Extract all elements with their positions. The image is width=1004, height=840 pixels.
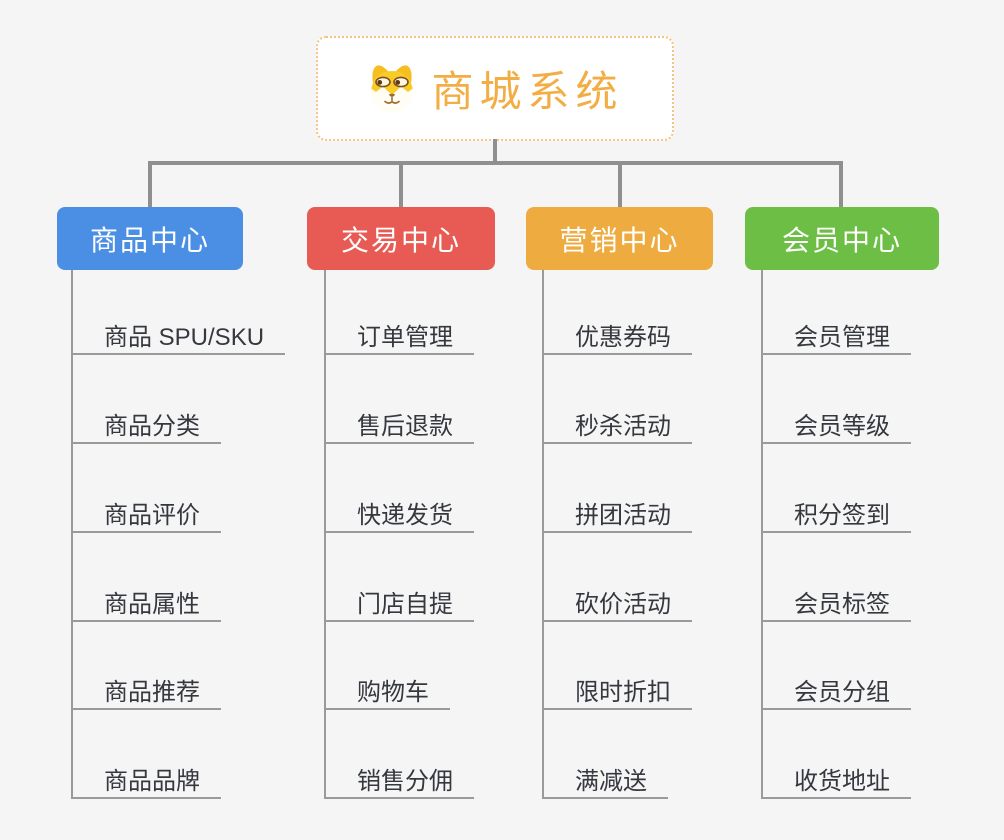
leaf-node[interactable]: 会员标签 [761,584,911,622]
leaf-node[interactable]: 商品评价 [71,495,221,533]
leaf-node[interactable]: 商品品牌 [71,761,221,799]
leaf-node[interactable]: 积分签到 [761,495,911,533]
connector-drop-1 [148,163,152,207]
leaf-node[interactable]: 门店自提 [324,584,474,622]
root-node[interactable]: 商城系统 [316,36,674,141]
branch-header-label: 营销中心 [559,224,680,256]
branch-header-label: 交易中心 [340,224,461,256]
leaf-node[interactable]: 满减送 [542,761,668,799]
branch-header-member-center[interactable]: 会员中心 [745,207,939,270]
branch-header-marketing-center[interactable]: 营销中心 [526,207,713,270]
leaf-node[interactable]: 收货地址 [761,761,911,799]
leaf-node[interactable]: 拼团活动 [542,495,692,533]
dog-face-icon [371,64,414,113]
branch-spine [71,270,73,799]
branch-spine [324,270,326,799]
leaf-node[interactable]: 砍价活动 [542,584,692,622]
leaf-node[interactable]: 购物车 [324,672,450,710]
branch-header-label: 会员中心 [781,224,902,256]
leaf-node[interactable]: 会员分组 [761,672,911,710]
branch-header-trade-center[interactable]: 交易中心 [307,207,495,270]
leaf-node[interactable]: 商品推荐 [71,672,221,710]
branch-column-product: 商品 SPU/SKU 商品分类 商品评价 商品属性 商品推荐 商品品牌 [71,270,371,801]
leaf-node[interactable]: 优惠券码 [542,317,692,355]
leaf-node[interactable]: 订单管理 [324,317,474,355]
branch-column-trade: 订单管理 售后退款 快递发货 门店自提 购物车 销售分佣 [324,270,624,801]
branch-column-marketing: 优惠券码 秒杀活动 拼团活动 砍价活动 限时折扣 满减送 [542,270,842,801]
leaf-node[interactable]: 销售分佣 [324,761,474,799]
branch-header-product-center[interactable]: 商品中心 [57,207,243,270]
leaf-node[interactable]: 商品分类 [71,406,221,444]
leaf-node[interactable]: 售后退款 [324,406,474,444]
leaf-node[interactable]: 会员等级 [761,406,911,444]
leaf-node[interactable]: 限时折扣 [542,672,692,710]
leaf-node[interactable]: 商品属性 [71,584,221,622]
leaf-node[interactable]: 商品 SPU/SKU [71,317,286,355]
leaf-node[interactable]: 秒杀活动 [542,406,692,444]
branch-spine [761,270,763,799]
connector-horizontal [148,161,843,165]
leaf-node[interactable]: 快递发货 [324,495,474,533]
connector-drop-3 [618,163,622,207]
root-title: 商城系统 [431,68,624,115]
connector-stem [493,139,497,165]
branch-column-member: 会员管理 会员等级 积分签到 会员标签 会员分组 收货地址 [761,270,1004,801]
connector-drop-4 [839,163,843,207]
branch-header-label: 商品中心 [89,224,210,256]
branch-spine [542,270,544,799]
connector-drop-2 [399,163,403,207]
leaf-node[interactable]: 会员管理 [761,317,911,355]
